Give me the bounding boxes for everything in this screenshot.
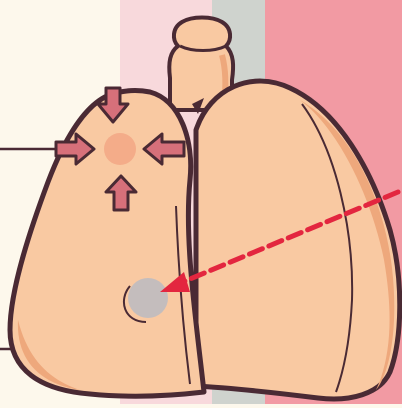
highlight-spot <box>104 133 136 165</box>
